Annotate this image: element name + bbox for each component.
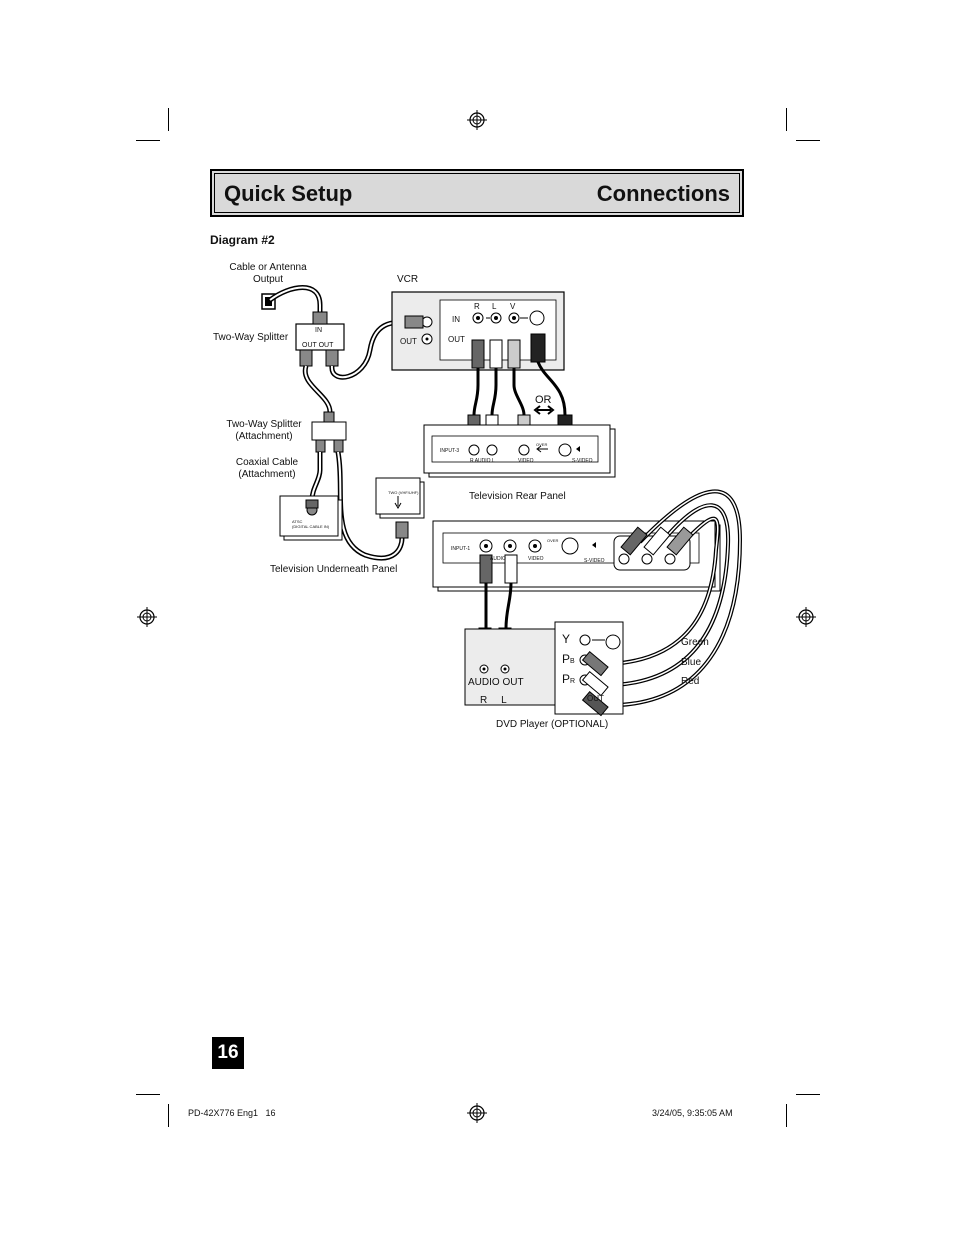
tv-rear-panel-input3 <box>423 424 616 478</box>
or-label: OR <box>535 394 552 406</box>
double-arrow-icon <box>533 405 555 415</box>
splitter-out-label: OUT OUT <box>302 342 334 349</box>
crop-mark <box>136 1094 160 1095</box>
input1-label: INPUT-1 <box>451 546 471 552</box>
registration-mark-icon <box>796 607 816 627</box>
atsc-label: ATSC <box>292 519 303 524</box>
crop-mark <box>786 108 787 131</box>
dvd-out-label: OUT <box>587 694 604 703</box>
vcr-out-label: OUT <box>448 335 465 344</box>
input3-audio-label: R AUDIO L <box>470 458 495 464</box>
two-way-splitter <box>295 311 345 367</box>
diagram-title: Diagram #2 <box>210 233 275 247</box>
input1-over-label: OVER <box>547 538 559 543</box>
crop-mark <box>796 140 820 141</box>
input1-svideo-label: S-VIDEO <box>584 558 605 564</box>
component-video-cables <box>609 489 743 707</box>
blue-label: Blue <box>681 657 702 668</box>
input3-svideo-label: S-VIDEO <box>572 458 593 464</box>
green-label: Green <box>681 637 709 648</box>
splitter-in-label: IN <box>315 327 322 334</box>
registration-mark-icon <box>137 607 157 627</box>
vcr-device <box>391 291 565 371</box>
vcr-rf-out-label: OUT <box>400 337 417 346</box>
audio-rl-label: R L <box>480 695 507 706</box>
coax-attach-label: Coaxial Cable(Attachment) <box>235 457 299 480</box>
crop-mark <box>168 108 169 131</box>
audio-out-label: AUDIO OUT <box>468 677 524 688</box>
dvd-player <box>464 621 624 717</box>
crop-mark <box>796 1094 820 1095</box>
dvd-pb-label: PB <box>562 652 575 666</box>
tv-rear-panel-input1 <box>432 520 721 592</box>
input3-video-label: VIDEO <box>518 458 534 464</box>
page-header: Quick Setup Connections <box>210 169 744 217</box>
input1-audio-label: AUDIO <box>490 556 506 562</box>
crop-mark <box>786 1104 787 1127</box>
dvd-label: DVD Player (OPTIONAL) <box>496 719 609 730</box>
vcr-l-label: L <box>492 302 497 311</box>
tv-underneath-panel <box>375 477 425 539</box>
vcr-v-label: V <box>510 302 516 311</box>
tv-underneath-small-label: TWO (VHF/UHF) <box>388 490 419 495</box>
vcr-in-label: IN <box>452 315 460 324</box>
header-right-title: Connections <box>596 181 730 206</box>
vcr-label: VCR <box>397 274 419 285</box>
crop-mark <box>136 140 160 141</box>
input3-over-label: OVER <box>536 442 548 447</box>
footer-right: 3/24/05, 9:35:05 AM <box>652 1108 733 1118</box>
tv-underneath-atsc-panel <box>279 495 343 541</box>
splitter-label: Two-Way Splitter <box>213 332 289 343</box>
two-way-splitter-attachment <box>311 411 347 453</box>
input3-label: INPUT-3 <box>440 448 460 454</box>
digital-cable-in-label: (DIGITAL CABLE IN) <box>292 524 330 529</box>
red-label: Red <box>681 676 700 687</box>
footer-left: PD-42X776 Eng1 16 <box>188 1108 276 1118</box>
registration-mark-icon <box>467 110 487 130</box>
registration-mark-icon <box>467 1103 487 1123</box>
vcr-r-label: R <box>474 302 480 311</box>
dvd-pr-label: PR <box>562 672 576 686</box>
splitter-attach-label: Two-Way Splitter(Attachment) <box>226 419 302 442</box>
tv-underneath-label: Television Underneath Panel <box>270 564 398 575</box>
input1-video-label: VIDEO <box>528 556 544 562</box>
header-left-title: Quick Setup <box>224 181 353 206</box>
dvd-y-label: Y <box>562 632 571 646</box>
page-number: 16 <box>212 1037 244 1069</box>
crop-mark <box>168 1104 169 1127</box>
tv-rear-label: Television Rear Panel <box>469 491 566 502</box>
